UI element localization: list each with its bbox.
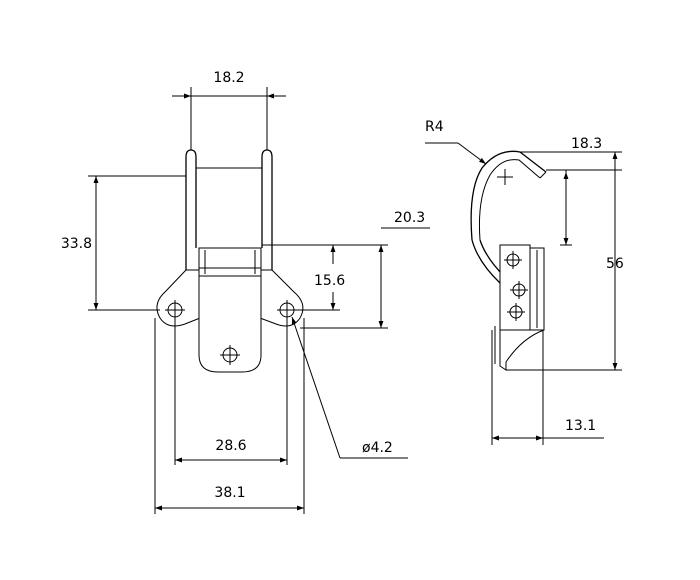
dim-total-height: 20.3: [262, 210, 430, 329]
lever-arm: [198, 275, 262, 373]
hook-end: [539, 171, 547, 179]
hook-wire: [470, 150, 547, 241]
hook-arm: [471, 239, 505, 284]
svg-text:18.2: 18.2: [213, 70, 244, 86]
svg-text:15.6: 15.6: [314, 273, 345, 289]
svg-text:20.3: 20.3: [394, 210, 425, 226]
bracket-foot: [499, 329, 545, 371]
dim-top-width: 18.2: [172, 70, 286, 150]
svg-text:13.1: 13.1: [565, 418, 596, 434]
dim-radius: R4: [425, 119, 487, 165]
hook-wire-inner: [478, 159, 541, 241]
dim-hole-offset: 15.6: [297, 245, 345, 311]
dim-height: 33.8: [61, 175, 186, 311]
dim-plate-width: 13.1: [491, 330, 604, 445]
svg-text:33.8: 33.8: [61, 236, 92, 252]
dim-hook-width: 18.3: [518, 136, 622, 246]
svg-text:56: 56: [606, 256, 624, 272]
dim-outer-width: 38.1: [154, 318, 305, 514]
svg-text:38.1: 38.1: [214, 485, 245, 501]
bracket: [499, 244, 531, 331]
svg-text:28.6: 28.6: [215, 438, 246, 454]
dim-inner-width: 28.6: [174, 320, 288, 465]
roller: [198, 247, 262, 277]
dim-side-height: 56: [506, 152, 624, 371]
svg-text:ø4.2: ø4.2: [362, 440, 393, 456]
svg-text:R4: R4: [425, 119, 444, 135]
front-view: 18.2 33.8 20.3 15.6 2: [61, 70, 430, 514]
svg-text:18.3: 18.3: [571, 136, 602, 152]
dim-hole-dia: ø4.2: [291, 316, 408, 459]
side-view: R4 18.3 56 13.1: [425, 119, 624, 445]
